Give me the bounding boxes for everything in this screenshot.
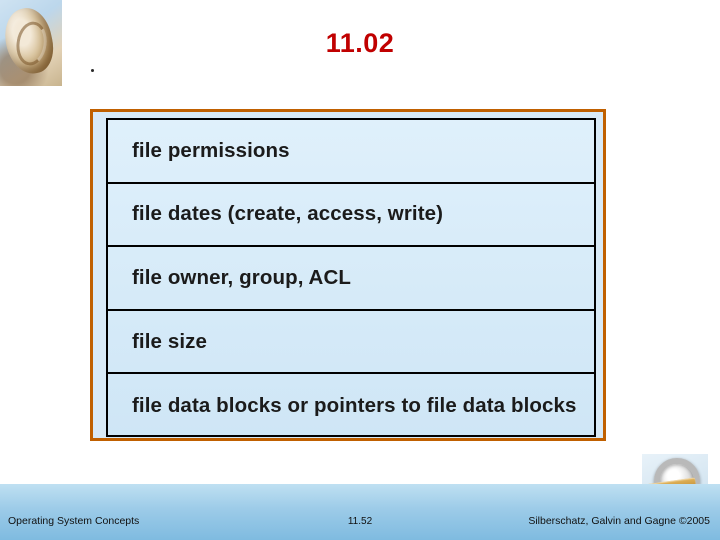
footer-bar: Operating System Concepts 11.52 Silbersc… [0,484,720,540]
footer-book-title: Operating System Concepts [8,515,140,527]
footer-page-number: 11.52 [347,516,373,527]
page-title: 11.02 [325,28,395,58]
table-row: file dates (create, access, write) [108,184,594,248]
table-row: file size [108,311,594,375]
table-row: file owner, group, ACL [108,247,594,311]
table-row: file data blocks or pointers to file dat… [132,394,577,418]
figure-file-attributes: file permissions file dates (create, acc… [90,109,606,441]
nautilus-shell-image [0,0,62,86]
bullet-marker-top [91,69,94,72]
footer-copyright: Silberschatz, Galvin and Gagne ©2005 [528,515,710,527]
table-row: file permissions [108,120,594,184]
figure-table: file permissions file dates (create, acc… [106,118,596,437]
